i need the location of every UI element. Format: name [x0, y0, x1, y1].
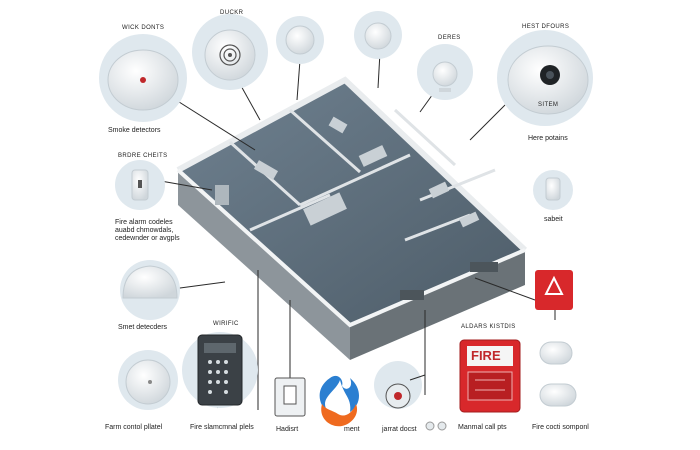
call-point-icon [535, 270, 573, 310]
smoke-detector-left-mid [120, 260, 180, 320]
label-bottom-2: Fire slamcmnal plels [190, 424, 254, 431]
label-bottom-1: Farm contol pllatel [105, 424, 163, 431]
label-tl-caption: Smoke detectors [108, 127, 161, 134]
detector-deres [417, 44, 473, 100]
control-panel [182, 332, 258, 408]
sounder-icon [539, 341, 573, 365]
label-tl-header: WICK DONTS [122, 25, 165, 31]
building-right-wall [350, 250, 525, 360]
furniture [215, 116, 480, 228]
label-bottom-7: Fire cocti somponl [532, 424, 589, 431]
label-tr-header: HEST DFOURS [522, 24, 570, 30]
label-left-mid-caption: Smet detecders [118, 324, 168, 331]
label-fire: FIRE [471, 348, 501, 363]
smoke-detector-left-bottom [118, 350, 178, 410]
detector-top-small-1 [276, 16, 324, 64]
logo-flame [319, 375, 359, 427]
building-floor [178, 80, 525, 325]
label-bottom-4: ment [344, 426, 360, 433]
smoke-detector-icon [364, 22, 392, 50]
label-tr-inner: SITEM [538, 102, 559, 108]
label-right-small: sabeit [544, 216, 563, 223]
strobe-icon [545, 177, 561, 201]
building-left-wall [178, 170, 350, 360]
bottom-switch [274, 377, 306, 417]
label-bottom-3: Hadisrt [276, 426, 299, 433]
smoke-detector-tl [99, 34, 187, 122]
label-top-device: DUCKR [220, 10, 244, 16]
logo-flame-icon [319, 375, 359, 412]
bottom-dots [425, 421, 447, 431]
right-sounders [539, 341, 577, 407]
label-top-right-small: DERES [438, 35, 461, 41]
fire-manual-call-point [459, 339, 521, 413]
label-center-header: WIRIFIC [213, 321, 239, 327]
device-right-small [533, 170, 573, 210]
label-left-header: BRDRE CHEITS [118, 153, 168, 159]
label-left-caption: Fire alarm codeles auabd chmowdals, cede… [115, 219, 180, 242]
building-top-edge [176, 76, 528, 253]
device-left-bracket [115, 160, 165, 210]
bottom-bell [374, 361, 426, 409]
detector-top-small-2 [354, 11, 402, 59]
label-bottom-5: jarrat docst [382, 426, 417, 433]
detector-top-duckr [192, 14, 268, 90]
building-floorplan [176, 76, 528, 409]
label-tr-caption: Here potains [528, 135, 568, 142]
label-bottom-6: Manmal call pts [458, 424, 507, 431]
sounder-icon [285, 25, 315, 55]
strobe-icon [432, 61, 458, 87]
detector-tr-large [497, 30, 593, 126]
call-point-red [535, 270, 573, 310]
smoke-detector-icon [122, 265, 178, 299]
label-right-header: ALDARS KISTDIS [461, 324, 516, 330]
sounder-icon [539, 383, 577, 407]
